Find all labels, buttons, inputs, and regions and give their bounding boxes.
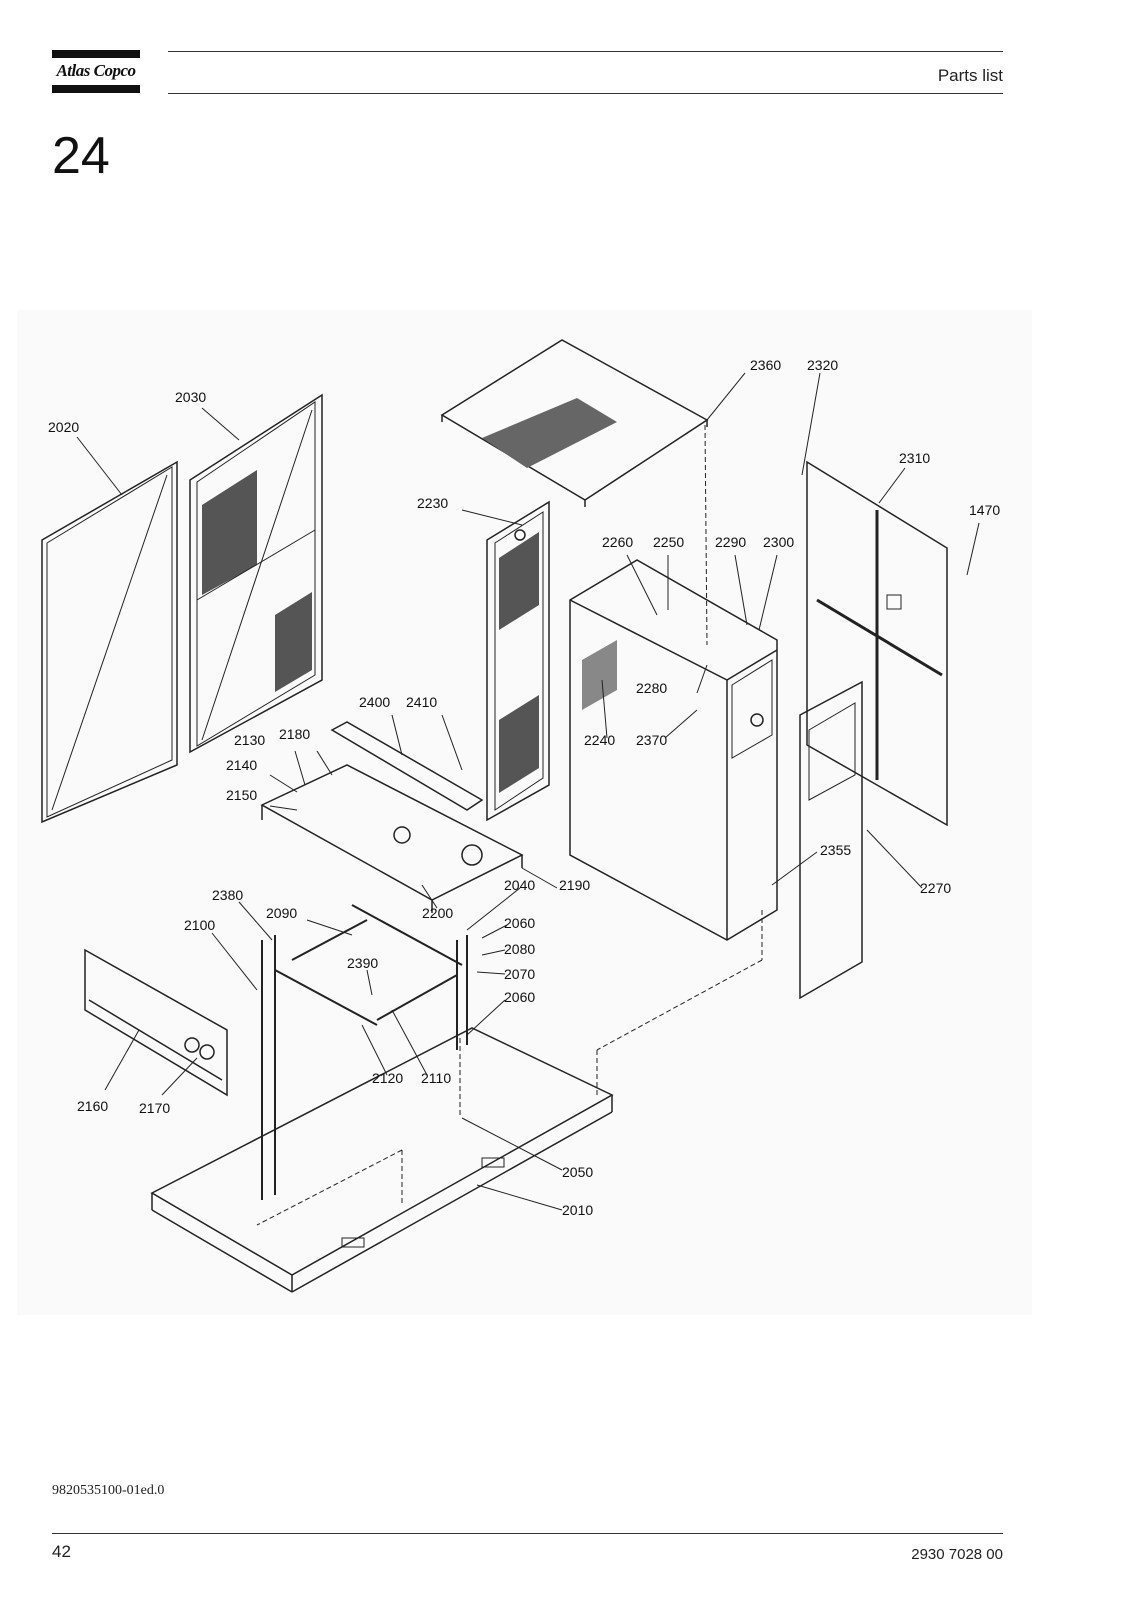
callout-2180: 2180: [279, 726, 310, 742]
callout-labels: 2360 2320 2030 2020 2310 1470 2230 2260 …: [48, 357, 1000, 1218]
callout-2280: 2280: [636, 680, 667, 696]
callout-2070: 2070: [504, 966, 535, 982]
logo-bar-top: [52, 50, 140, 58]
callout-2010: 2010: [562, 1202, 593, 1218]
page-number: 42: [52, 1542, 71, 1561]
callout-2090: 2090: [266, 905, 297, 921]
base-plate-assembly: [260, 721, 524, 913]
footer-rule: [52, 1533, 1003, 1534]
callout-2120: 2120: [372, 1070, 403, 1086]
callout-2250: 2250: [653, 534, 684, 550]
assembly-guide-lines: [256, 424, 763, 1226]
rear-frame-panel: [806, 460, 948, 827]
callout-2300: 2300: [763, 534, 794, 550]
callout-2080: 2080: [504, 941, 535, 957]
callout-2260: 2260: [602, 534, 633, 550]
callout-2170: 2170: [139, 1100, 170, 1116]
callout-2310: 2310: [899, 450, 930, 466]
callout-2240: 2240: [584, 732, 615, 748]
callout-2130: 2130: [234, 732, 265, 748]
callout-2140: 2140: [226, 757, 257, 773]
support-frame: [261, 904, 468, 1200]
leader-lines: [76, 372, 980, 1211]
callout-2100: 2100: [184, 917, 215, 933]
logo-wordmark: Atlas Copco: [56, 61, 136, 80]
callout-1470: 1470: [969, 502, 1000, 518]
callout-2290: 2290: [715, 534, 746, 550]
door-panel-louvred: [189, 393, 323, 754]
callout-2400: 2400: [359, 694, 390, 710]
callout-2200: 2200: [422, 905, 453, 921]
callout-2030: 2030: [175, 389, 206, 405]
atlas-copco-logo: Atlas Copco: [52, 50, 140, 94]
callout-2380: 2380: [212, 887, 243, 903]
callout-2355: 2355: [820, 842, 851, 858]
side-louvre-panel: [486, 500, 550, 822]
callout-2360: 2360: [750, 357, 781, 373]
logo-bar-bottom: [52, 85, 140, 93]
callout-2150: 2150: [226, 787, 257, 803]
callout-2160: 2160: [77, 1098, 108, 1114]
front-frame: [799, 680, 863, 1000]
callout-2110: 2110: [421, 1070, 451, 1086]
document-code: 9820535100-01ed.0: [52, 1483, 165, 1498]
part-number: 2930 7028 00: [911, 1546, 1003, 1563]
callout-2020: 2020: [48, 419, 79, 435]
callout-2230: 2230: [417, 495, 448, 511]
callout-2320: 2320: [807, 357, 838, 373]
bottom-base: [150, 1027, 614, 1293]
callout-2390: 2390: [347, 955, 378, 971]
callout-2040: 2040: [504, 877, 535, 893]
callout-2060: 2060: [504, 915, 535, 931]
section-title: Parts list: [937, 66, 1003, 85]
callout-2410: 2410: [406, 694, 437, 710]
header-rule-top: [168, 51, 1003, 52]
exploded-view-drawing: 2360 2320 2030 2020 2310 1470 2230 2260 …: [17, 310, 1032, 1315]
header-rule-bottom: [168, 93, 1003, 94]
callout-2060-lower: 2060: [504, 989, 535, 1005]
callout-2270: 2270: [920, 880, 951, 896]
chapter-number: 24: [52, 127, 110, 185]
callout-2370: 2370: [636, 732, 667, 748]
main-cabinet: [569, 559, 778, 941]
callout-2190: 2190: [559, 877, 590, 893]
door-panel-left: [41, 460, 178, 824]
side-plate: [84, 948, 228, 1097]
callout-2050: 2050: [562, 1164, 593, 1180]
